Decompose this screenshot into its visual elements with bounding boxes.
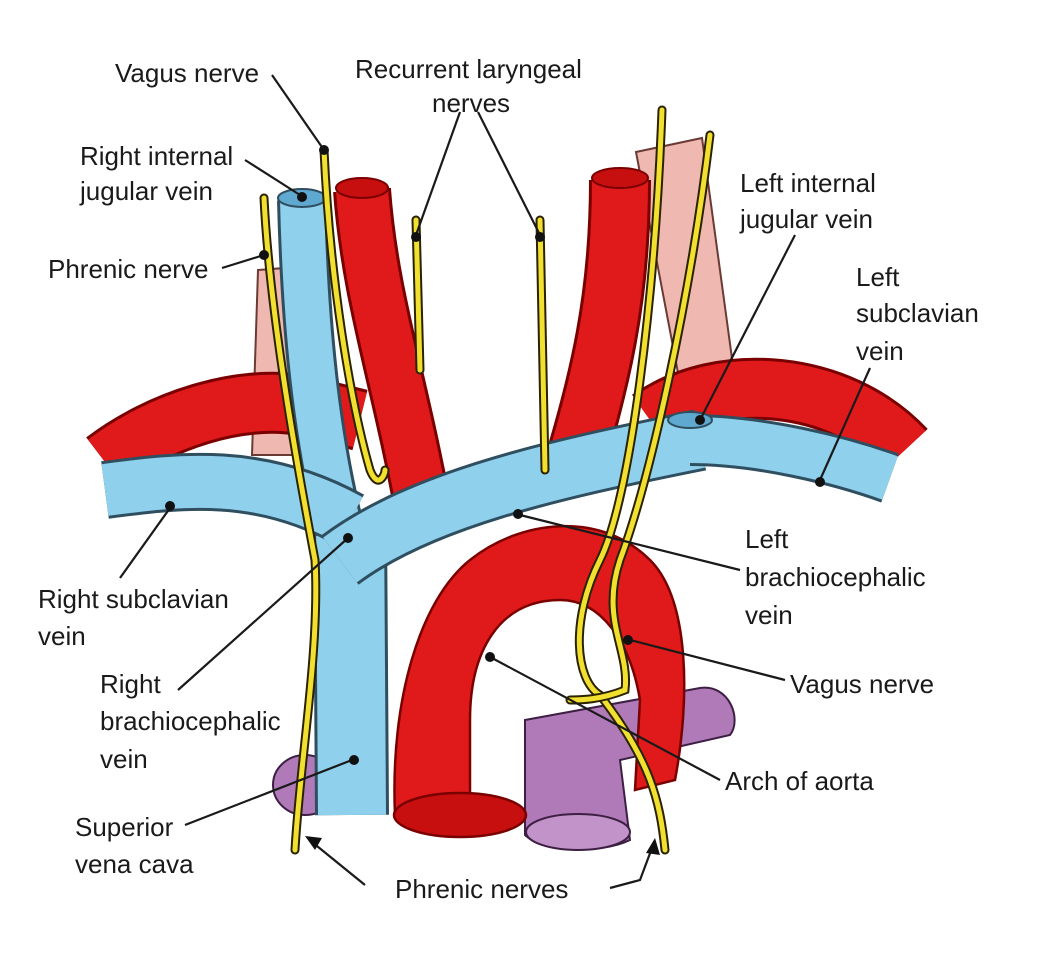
label-right-brachiocephalic-line3: vein [100, 744, 148, 774]
label-superior-vena-cava-line2: vena cava [75, 849, 194, 879]
label-right-brachiocephalic-line2: brachiocephalic [100, 706, 281, 736]
label-left-brachiocephalic-line1: Left [745, 524, 789, 554]
label-arch-of-aorta: Arch of aorta [725, 766, 874, 796]
label-recurrent-laryngeal-line1: Recurrent laryngeal [355, 54, 582, 84]
left-recurrent-laryngeal-nerve [535, 215, 550, 475]
label-phrenic-nerves: Phrenic nerves [395, 874, 568, 904]
label-left-subclavian-line1: Left [856, 262, 900, 292]
label-left-internal-jugular-line1: Left internal [740, 168, 876, 198]
right-phrenic-nerve [259, 193, 321, 855]
pulmonary-trunk-cut-end [525, 813, 631, 851]
left-phrenic-nerve [565, 130, 715, 705]
right-recurrent-laryngeal-nerve [411, 215, 425, 375]
left-carotid-cut-end [591, 167, 649, 189]
label-recurrent-laryngeal-line2: nerves [432, 88, 510, 118]
label-left-internal-jugular-line2: jugular vein [739, 204, 873, 234]
right-carotid-cut-end [335, 177, 389, 199]
label-right-internal-jugular-line1: Right internal [80, 141, 233, 171]
label-vagus-nerve-right: Vagus nerve [790, 669, 934, 699]
label-right-subclavian-line2: vein [38, 621, 86, 651]
label-left-subclavian-line2: subclavian [856, 298, 979, 328]
label-left-brachiocephalic-line3: vein [745, 600, 793, 630]
label-superior-vena-cava-line1: Superior [75, 812, 174, 842]
right-vagus-nerve [319, 145, 390, 485]
label-left-brachiocephalic-line2: brachiocephalic [745, 562, 926, 592]
left-vagus-nerve [574, 105, 670, 855]
label-right-brachiocephalic-line1: Right [100, 669, 161, 699]
leader-lines [119, 74, 872, 890]
left-ijv-stub [667, 411, 713, 429]
label-vagus-nerve-top: Vagus nerve [115, 58, 259, 88]
label-left-subclavian-line3: vein [856, 336, 904, 366]
aorta-cut-end [392, 791, 528, 839]
label-right-subclavian-line1: Right subclavian [38, 584, 229, 614]
label-right-internal-jugular-line2: jugular vein [79, 176, 213, 206]
label-phrenic-nerve: Phrenic nerve [48, 254, 208, 284]
